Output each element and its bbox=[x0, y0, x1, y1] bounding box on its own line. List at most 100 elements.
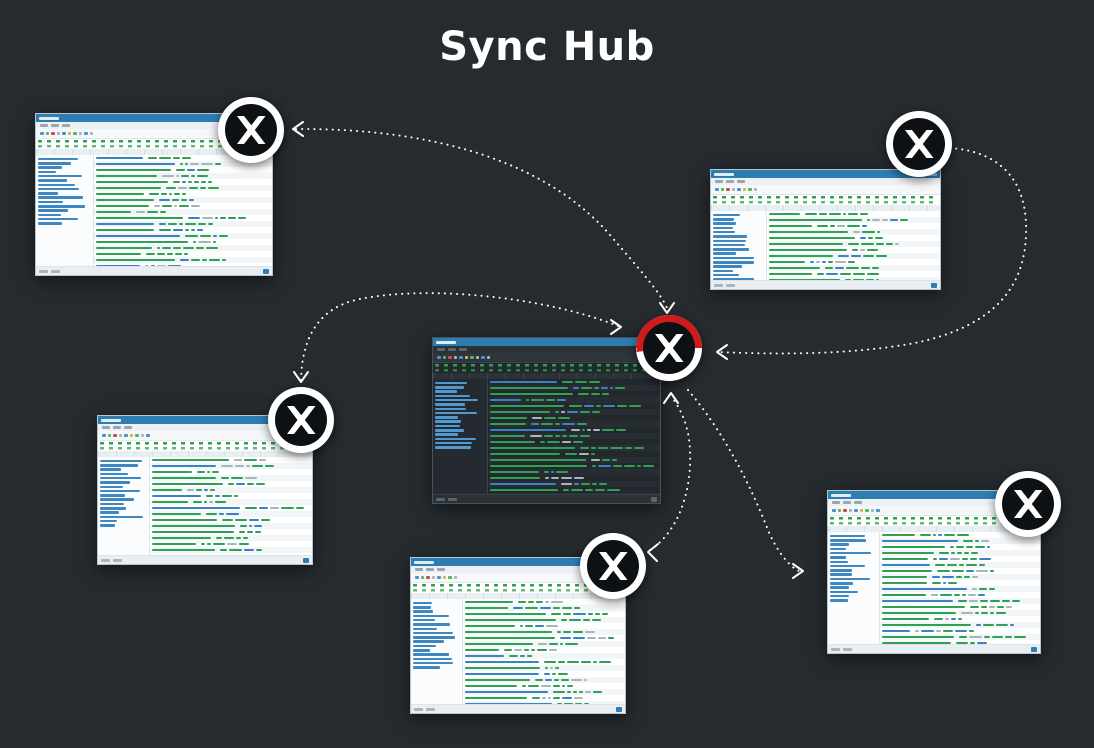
torrent-name-text bbox=[95, 162, 175, 166]
cell-text bbox=[950, 617, 956, 621]
cell-text bbox=[875, 236, 883, 240]
cell-text bbox=[974, 545, 985, 549]
cell-text bbox=[634, 446, 645, 450]
torrent-name-text bbox=[490, 446, 575, 450]
cell-text bbox=[851, 248, 859, 252]
cell-text bbox=[197, 240, 211, 244]
cell-text bbox=[171, 198, 180, 202]
cell-text bbox=[205, 512, 218, 516]
torrent-table bbox=[150, 457, 312, 555]
table-row bbox=[94, 215, 272, 221]
cell-text bbox=[960, 611, 974, 615]
cell-text bbox=[847, 224, 861, 228]
cell-text bbox=[969, 599, 979, 603]
sidebar-text-line bbox=[413, 666, 441, 669]
sidebar-text-line bbox=[713, 230, 736, 234]
cell-text bbox=[197, 174, 209, 178]
cell-text bbox=[867, 236, 874, 240]
cell-text bbox=[561, 440, 572, 444]
torrent-name-text bbox=[881, 611, 956, 615]
cell-text bbox=[979, 557, 992, 561]
cell-text bbox=[579, 446, 589, 450]
sidebar-text-line bbox=[100, 494, 125, 497]
sidebar-text-line bbox=[435, 446, 472, 449]
cell-text bbox=[547, 696, 552, 700]
cell-text bbox=[566, 684, 573, 688]
cell-text bbox=[269, 506, 280, 510]
cell-text bbox=[1011, 599, 1020, 603]
table-row bbox=[463, 629, 625, 635]
cell-text bbox=[206, 246, 219, 250]
cell-text bbox=[159, 198, 170, 202]
torrent-name-text bbox=[881, 581, 928, 585]
cell-text bbox=[545, 678, 553, 682]
cell-text bbox=[552, 606, 561, 610]
cell-text bbox=[559, 642, 564, 646]
sidebar-text-line bbox=[100, 489, 141, 493]
sidebar-text-line bbox=[435, 407, 467, 411]
label-bar bbox=[830, 521, 1038, 526]
cell-text bbox=[561, 618, 568, 622]
torrent-name-text bbox=[465, 624, 515, 628]
cell-text bbox=[550, 470, 555, 474]
cell-text bbox=[601, 386, 608, 390]
table-row bbox=[488, 397, 660, 403]
cell-text bbox=[940, 593, 953, 597]
x-logo-icon bbox=[886, 111, 952, 177]
torrent-table bbox=[488, 379, 660, 494]
torrent-name-text bbox=[881, 563, 930, 567]
cell-text bbox=[942, 581, 946, 585]
cell-text bbox=[245, 506, 258, 510]
cell-text bbox=[871, 266, 880, 270]
table-row bbox=[463, 647, 625, 653]
plugin-tab-bar bbox=[38, 139, 270, 144]
cell-text bbox=[992, 635, 1003, 639]
cell-text bbox=[249, 518, 260, 522]
sidebar-text-line bbox=[435, 390, 457, 393]
x-logo-icon bbox=[218, 97, 284, 163]
torrent-name-text bbox=[465, 630, 552, 634]
cell-text bbox=[254, 524, 263, 528]
cell-text bbox=[932, 575, 940, 579]
sidebar-text-line bbox=[435, 398, 479, 402]
torrent-name-text bbox=[152, 470, 192, 474]
cell-text bbox=[547, 440, 560, 444]
table-row bbox=[880, 580, 1040, 586]
table-row bbox=[488, 379, 660, 385]
cell-text bbox=[571, 488, 583, 492]
torrent-name-text bbox=[465, 600, 513, 604]
table-row bbox=[880, 532, 1040, 538]
cell-text bbox=[561, 696, 573, 700]
torrent-name-text bbox=[465, 648, 500, 652]
torrent-name-text bbox=[95, 180, 169, 184]
cell-text bbox=[256, 482, 266, 486]
table-row bbox=[488, 463, 660, 469]
sidebar-text-line bbox=[100, 485, 123, 489]
cell-text bbox=[560, 482, 572, 486]
cell-text bbox=[969, 605, 979, 609]
cell-text bbox=[577, 422, 587, 426]
table-row bbox=[94, 251, 272, 257]
sidebar-text-line bbox=[713, 269, 734, 273]
cell-text bbox=[551, 612, 562, 616]
window-body bbox=[711, 211, 940, 280]
table-row bbox=[94, 167, 272, 173]
cell-text bbox=[587, 612, 593, 616]
window-titlebar bbox=[433, 338, 660, 346]
cell-text bbox=[543, 470, 549, 474]
torrent-name-text bbox=[465, 636, 556, 640]
sidebar-text-line bbox=[413, 640, 444, 643]
torrent-name-text bbox=[95, 174, 158, 178]
torrent-name-text bbox=[881, 557, 929, 561]
cell-text bbox=[599, 482, 608, 486]
torrent-name-text bbox=[465, 654, 504, 658]
table-row bbox=[488, 487, 660, 493]
arrowhead bbox=[292, 121, 304, 137]
torrent-name-text bbox=[95, 252, 141, 256]
sidebar-text-line bbox=[435, 437, 477, 441]
torrent-name-text bbox=[465, 702, 552, 704]
torrent-name-text bbox=[490, 488, 558, 492]
torrent-name-text bbox=[490, 404, 564, 408]
cell-text bbox=[862, 224, 868, 228]
cell-text bbox=[1002, 599, 1010, 603]
